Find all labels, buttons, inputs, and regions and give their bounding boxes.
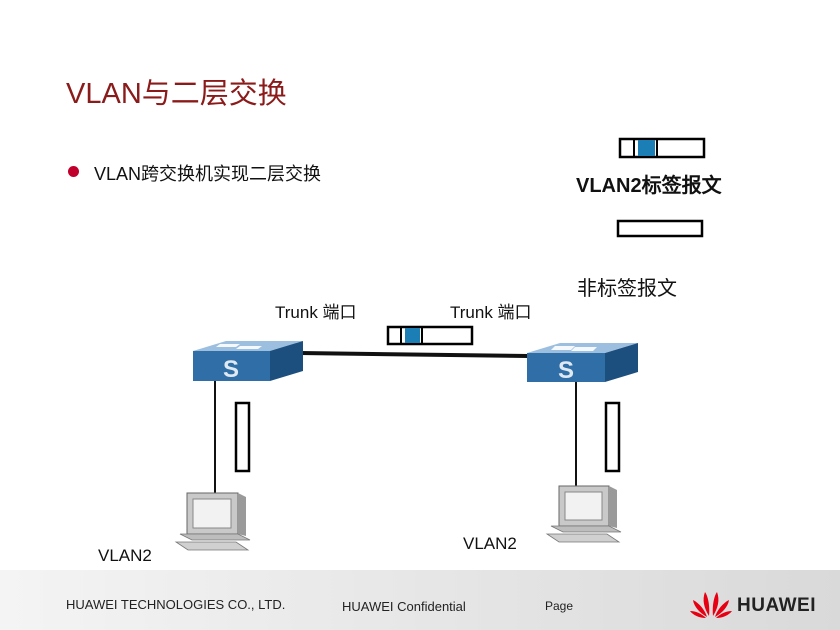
footer-company: HUAWEI TECHNOLOGIES CO., LTD. [66,597,286,612]
trunk-link [299,351,529,358]
footer-page: Page [545,599,574,613]
switch-left-letter: S [223,356,239,383]
trunk-port-label-left: Trunk 端口 [275,303,357,322]
huawei-logo-icon [690,592,732,618]
switch-icon: S [527,343,638,384]
switch-icon: S [193,341,303,383]
switch-right-letter: S [558,357,574,384]
bullet-dot [68,166,79,177]
legend-tagged-frame [618,137,706,159]
access-untagged-frame-right [604,401,621,473]
computer-icon [545,485,622,543]
vlan-label-right: VLAN2 [463,534,517,553]
legend-tagged-label: VLAN2标签报文 [576,175,722,197]
footer-confidential: HUAWEI Confidential [342,599,466,614]
computer-icon [174,492,251,551]
footer-bar [0,570,840,630]
access-untagged-frame-left [234,401,251,473]
page-title: VLAN与二层交换 [66,78,287,110]
vlan-label-left: VLAN2 [98,546,152,565]
bullet-text: VLAN跨交换机实现二层交换 [94,164,322,184]
trunk-port-label-right: Trunk 端口 [450,303,532,322]
huawei-logo-text: HUAWEI [737,595,816,616]
trunk-tagged-frame [386,325,474,346]
legend-untagged-frame [616,219,704,238]
legend-untagged-label: 非标签报文 [577,278,677,300]
